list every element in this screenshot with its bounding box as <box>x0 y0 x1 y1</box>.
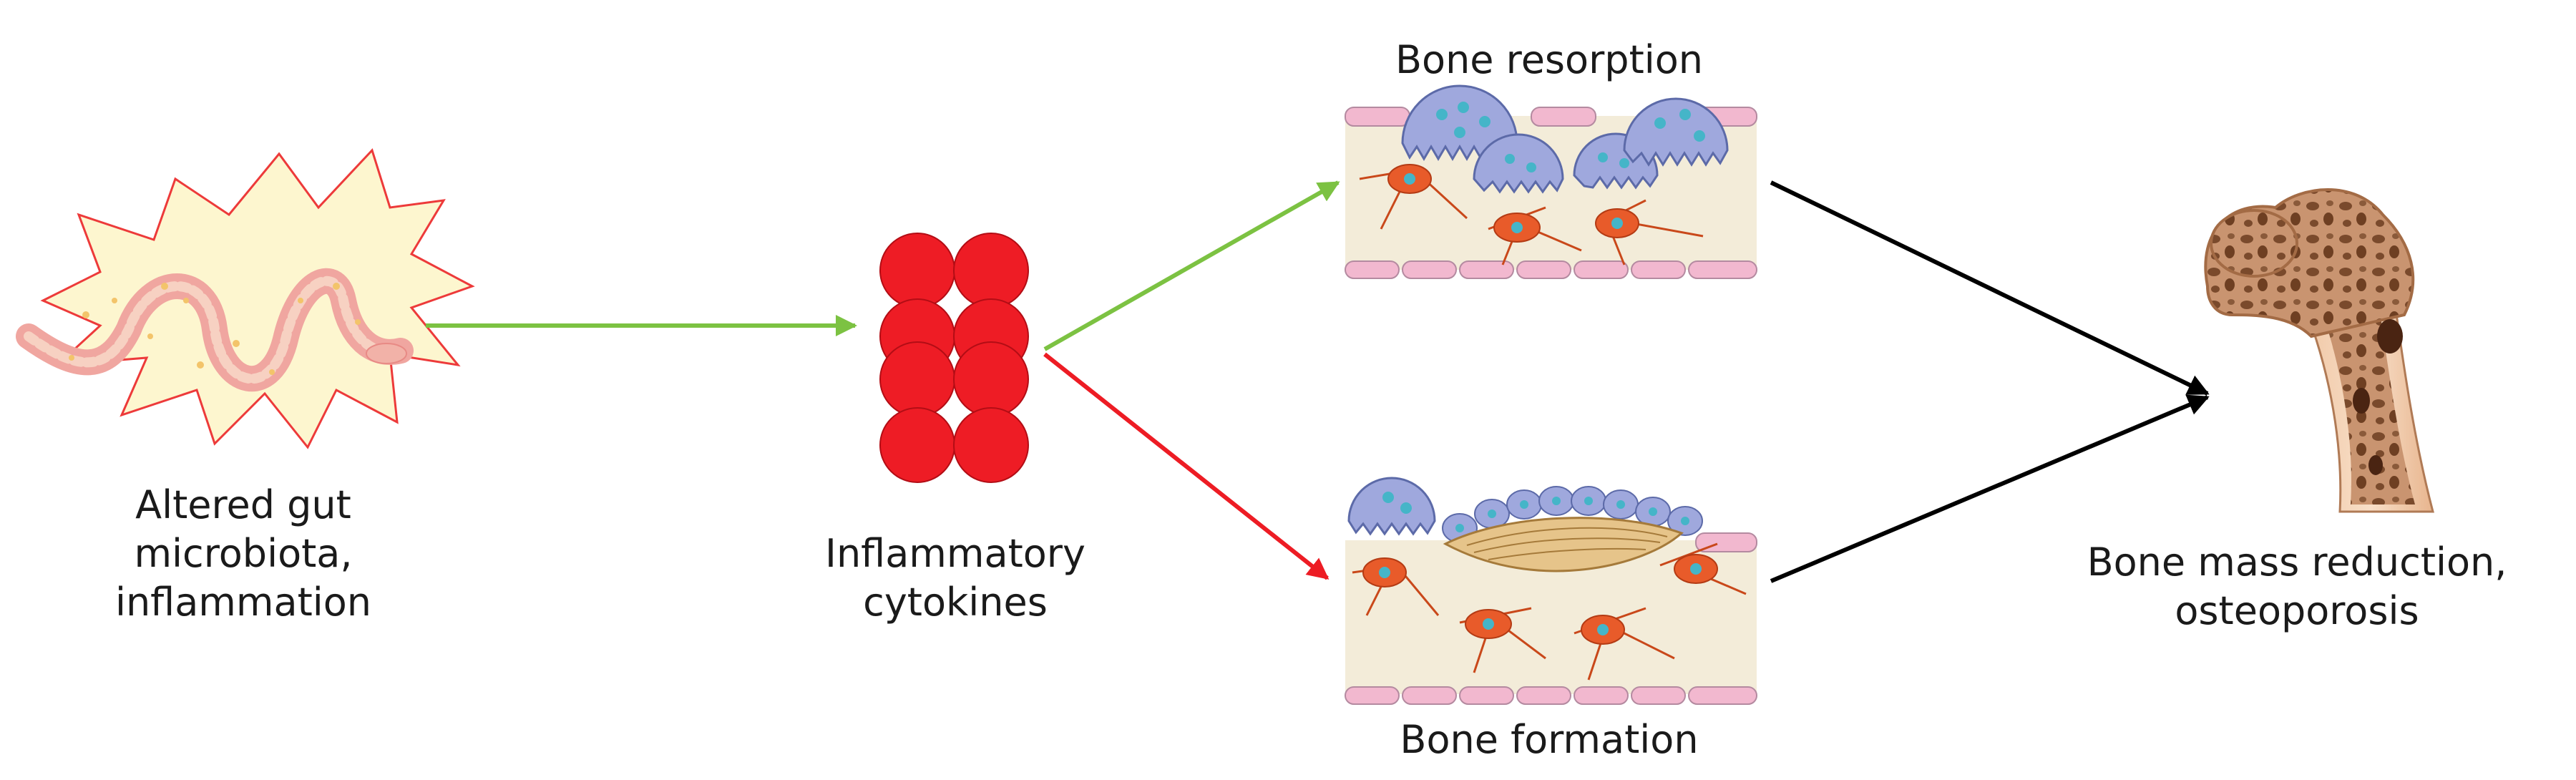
cytokine-circle <box>953 407 1029 483</box>
arrow-cytokines-to-resorption <box>1043 180 1340 351</box>
bone-resorption-label: Bone resorption <box>1395 37 1704 82</box>
osteoporotic-femur-icon <box>2204 188 2434 513</box>
bone-resorption-illustration <box>1345 84 1757 279</box>
cytokines-cluster-icon <box>879 233 1029 483</box>
cytokine-circle <box>953 341 1029 417</box>
bone-formation-label: Bone formation <box>1400 717 1699 762</box>
outcome-label: Bone mass reduction, osteoporosis <box>2087 540 2507 633</box>
gut-inflammation-icon <box>16 148 475 449</box>
cytokine-circle <box>879 407 955 483</box>
cytokine-circle <box>953 233 1029 308</box>
arrow-resorption-to-outcome <box>1770 180 2210 396</box>
cytokines-label: Inflammatory cytokines <box>825 531 1085 625</box>
inflammation-burst-shape <box>40 148 475 449</box>
arrow-cytokines-to-formation <box>1043 352 1330 580</box>
arrow-formation-to-outcome <box>1770 394 2210 583</box>
gut-label: Altered gut microbiota, inflammation <box>114 482 372 625</box>
cytokine-circle <box>879 233 955 308</box>
bone-formation-illustration <box>1345 477 1757 705</box>
cytokine-circle <box>879 341 955 417</box>
